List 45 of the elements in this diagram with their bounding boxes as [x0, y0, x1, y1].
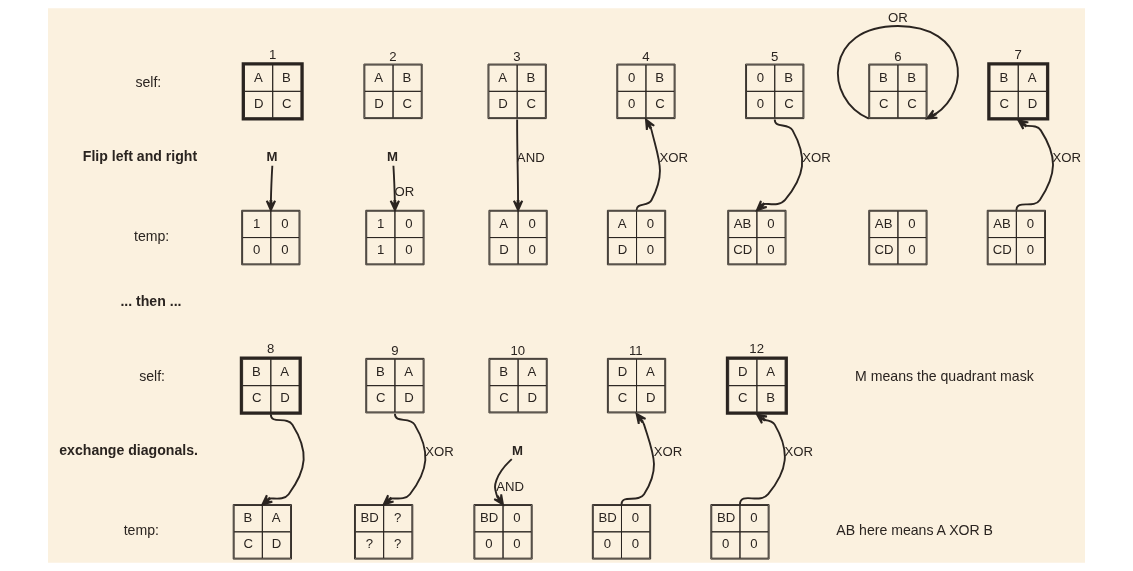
node-label: 3 — [513, 48, 521, 64]
label: AB here means A XOR B — [836, 522, 994, 539]
node-text: M — [266, 149, 278, 165]
edge-label: OR — [888, 10, 908, 26]
arrow — [389, 164, 400, 212]
label: temp: — [134, 227, 170, 244]
edge-label: AND — [496, 478, 524, 494]
node-label: 6 — [894, 48, 902, 64]
node-text: M — [386, 149, 398, 165]
edge-label: AND — [516, 150, 545, 166]
arrow — [265, 164, 277, 212]
node-label: 11 — [629, 342, 643, 358]
label: exchange diagonals. — [59, 442, 198, 459]
edge-label: XOR — [784, 444, 813, 460]
node-label: 10 — [510, 342, 526, 358]
node-label: 5 — [770, 48, 779, 64]
edge-label: XOR — [653, 444, 683, 460]
label: temp: — [123, 522, 159, 539]
node-label: 12 — [749, 340, 764, 356]
arrow — [493, 458, 513, 506]
arrow — [512, 118, 524, 212]
arrow — [635, 118, 661, 212]
arrow — [755, 118, 804, 212]
arrow — [837, 25, 959, 120]
arrow — [620, 412, 655, 506]
label: ... then ... — [120, 292, 182, 309]
node-label: 8 — [267, 340, 275, 356]
node-label: 1 — [268, 46, 277, 62]
label: self: — [139, 368, 166, 385]
node-text: M — [511, 443, 523, 459]
edge-label: XOR — [1052, 150, 1081, 166]
node-label: 2 — [389, 48, 397, 64]
edge-label: OR — [394, 184, 415, 200]
label: self: — [135, 74, 162, 91]
edge-label: XOR — [425, 444, 454, 460]
edge-label: XOR — [659, 150, 688, 166]
arrow — [382, 412, 427, 506]
node-label: 4 — [642, 48, 650, 64]
arrow — [1015, 119, 1054, 212]
label: Flip left and right — [82, 147, 198, 164]
edge-label: XOR — [802, 150, 831, 166]
label: M means the quadrant mask — [855, 368, 1034, 385]
arrow — [261, 413, 305, 506]
node-label: 9 — [391, 342, 399, 358]
node-label: 7 — [1014, 46, 1022, 62]
